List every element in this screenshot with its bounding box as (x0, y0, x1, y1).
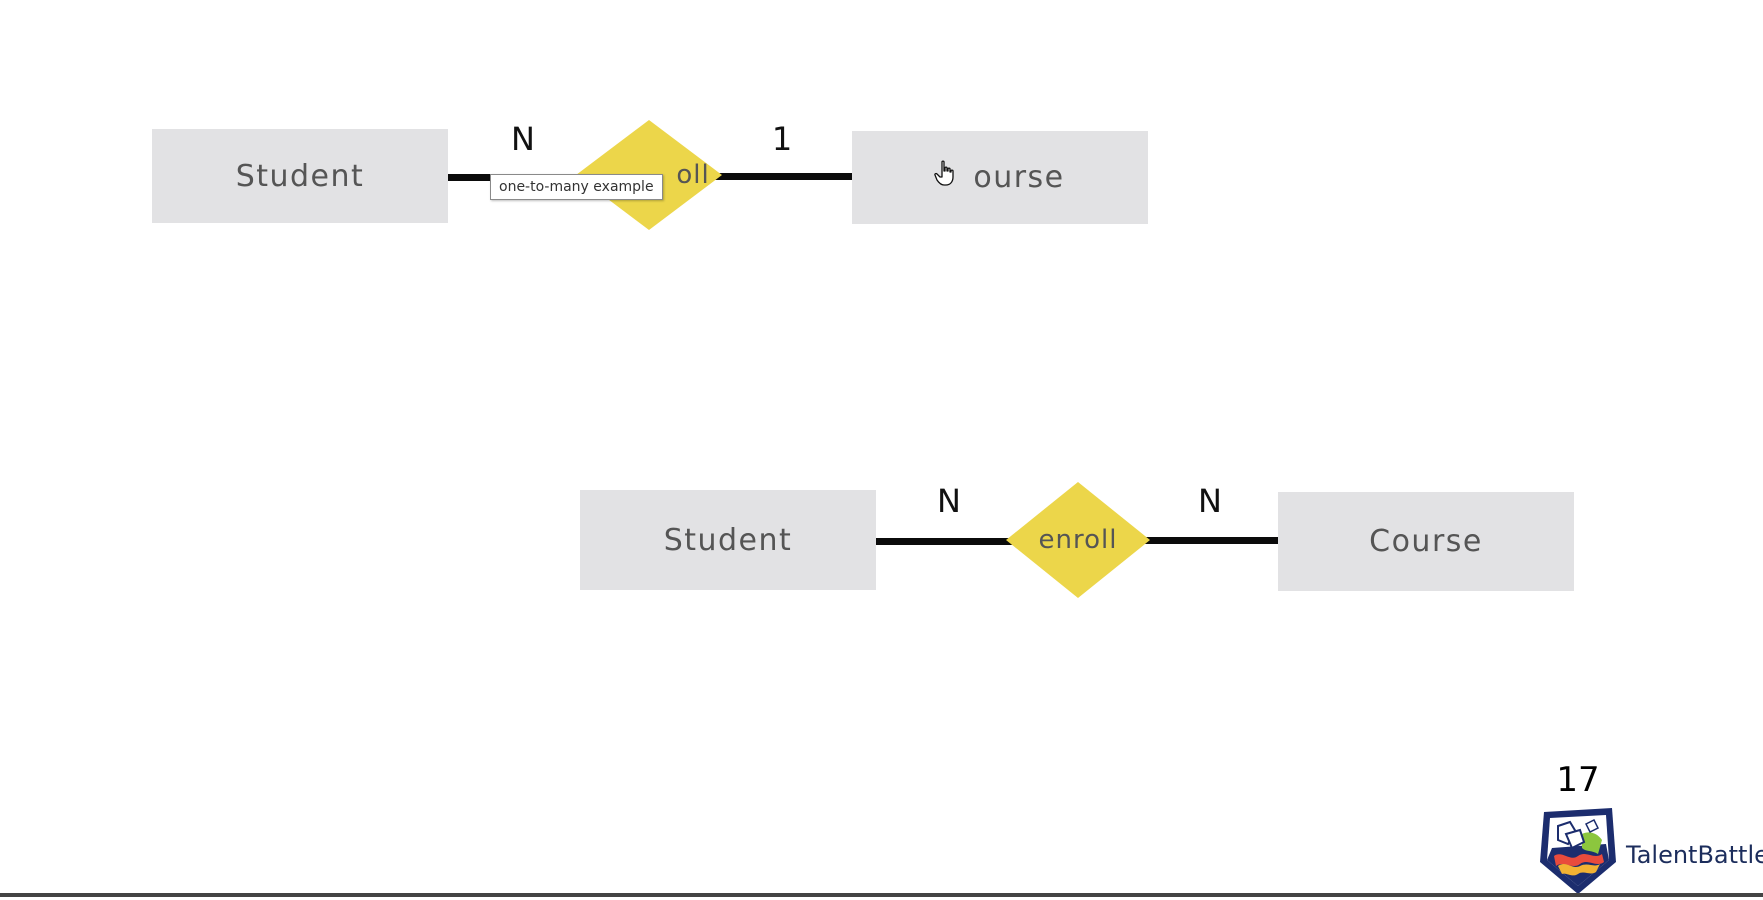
entity-label: Student (235, 158, 365, 194)
brand-name-first: Talent (1626, 841, 1698, 869)
relationship-enroll[interactable]: enroll (1006, 482, 1150, 598)
relationship-label: enroll (1038, 525, 1118, 555)
entity-course[interactable]: Course (1278, 492, 1574, 591)
cardinality-right: 1 (771, 120, 793, 158)
entity-label: ourse (973, 160, 1065, 195)
relationship-label: oll (676, 160, 710, 190)
cardinality-right: N (1198, 482, 1222, 520)
talentbattle-logo-icon (1536, 804, 1620, 896)
diamond-shape (1006, 482, 1150, 598)
entity-student[interactable]: Student (152, 129, 448, 223)
tooltip: one-to-many example (490, 174, 663, 200)
connector-line (714, 173, 852, 180)
brand-name: TalentBattle (1626, 841, 1763, 869)
brand-name-second: Battle (1697, 841, 1763, 869)
slide-page-number: 17 (1556, 760, 1600, 800)
tooltip-text: one-to-many example (499, 179, 654, 195)
hand-pointer-icon (934, 160, 956, 186)
bottom-edge-bar (0, 893, 1763, 897)
connector-line (1140, 537, 1278, 544)
entity-course[interactable]: ourse (852, 131, 1148, 224)
entity-label: Course (1369, 524, 1483, 559)
connector-line (876, 538, 1016, 545)
entity-student[interactable]: Student (580, 490, 876, 590)
cardinality-left: N (937, 482, 961, 520)
entity-label: Student (663, 522, 793, 558)
cardinality-left: N (511, 120, 535, 158)
